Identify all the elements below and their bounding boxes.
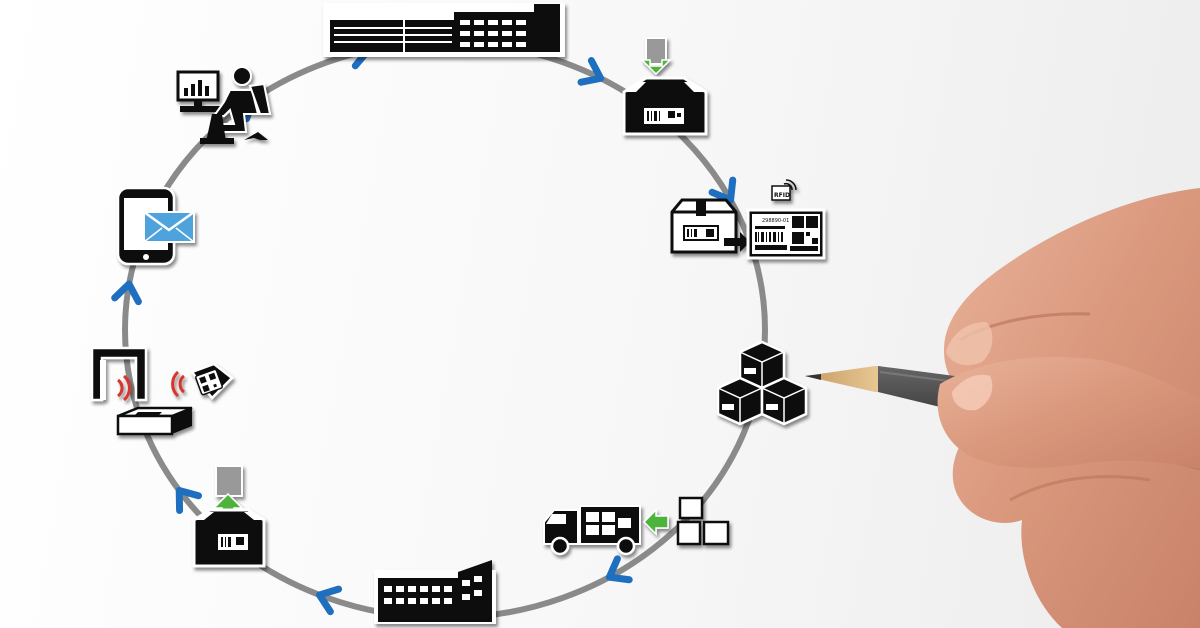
unpack-from-box-icon <box>192 465 266 568</box>
label-code-text: 298890-01 <box>762 218 789 224</box>
cycle-arrow-6 <box>315 585 343 616</box>
shipping-label-icon: 298890-01 RFID <box>670 179 826 260</box>
cycle-arrow-2 <box>577 57 605 86</box>
email-notification-icon <box>116 186 195 266</box>
arrival-warehouse-icon <box>374 560 496 624</box>
distribution-warehouse-icon <box>323 3 565 57</box>
stacked-boxes-icon <box>716 340 808 426</box>
truck-loading-icon <box>543 496 730 556</box>
rfid-tag-text: RFID <box>774 192 790 199</box>
pack-into-box-icon <box>622 37 708 136</box>
rfid-gate-icon <box>90 346 193 436</box>
hand-with-pencil <box>805 188 1200 628</box>
cycle-arrow-5 <box>605 555 633 584</box>
cycle-arrow-3 <box>708 176 737 204</box>
cycle-arrow-7 <box>175 486 203 514</box>
office-worker-icon <box>176 66 272 144</box>
handheld-scanner-icon <box>189 362 234 400</box>
cycle-arrow-8 <box>111 280 142 306</box>
